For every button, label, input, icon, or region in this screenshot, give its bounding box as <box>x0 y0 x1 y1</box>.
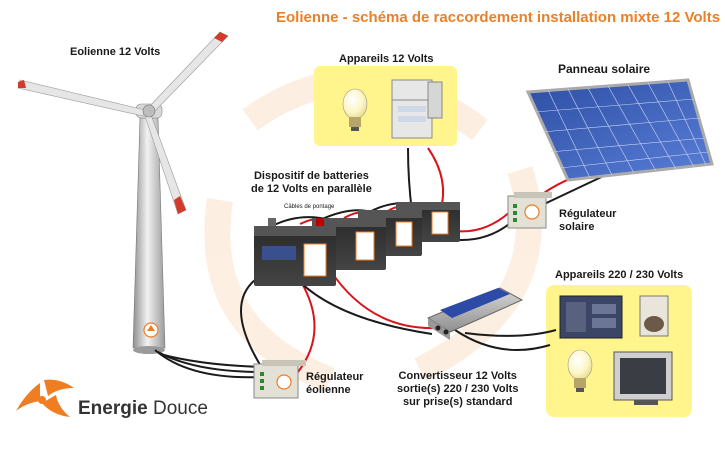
converter-label-line1: Convertisseur 12 Volts <box>398 370 517 382</box>
ac-coffee-maker <box>639 295 669 337</box>
brand-logo-text: Energie Douce <box>78 398 208 420</box>
ac-appliances-label: Appareils 220 / 230 Volts <box>555 269 684 281</box>
energie-douce-logo-icon <box>16 379 74 417</box>
solar-regulator-label-line1: Régulateur <box>559 208 617 220</box>
converter <box>426 287 524 340</box>
battery-bank-label-line1: Dispositif de batteries <box>253 170 369 182</box>
battery-bank-label: Dispositif de batteries de 12 Volts en p… <box>251 170 372 196</box>
diagram-title: Eolienne - schéma de raccordement instal… <box>276 9 721 26</box>
wind-regulator-label-line1: Régulateur <box>306 371 364 383</box>
dc-fridge <box>391 79 443 139</box>
converter-label-line3: sur prise(s) standard <box>403 396 513 409</box>
battery-bank-label-line2: de 12 Volts en parallèle <box>251 183 372 196</box>
battery-1 <box>254 218 336 286</box>
solar-regulator-label: Régulateur solaire <box>559 208 616 234</box>
solar-panel <box>525 78 714 182</box>
brand-name-light: Douce <box>152 398 208 419</box>
ac-television <box>613 351 673 405</box>
dc-appliances-label: Appareils 12 Volts <box>339 53 434 65</box>
wind-turbine-label: Eolienne 12 Volts <box>70 46 161 58</box>
brand-name-bold: Energie <box>78 398 148 419</box>
battery-bank <box>254 202 460 286</box>
wind-turbine <box>17 31 229 354</box>
ac-stereo <box>559 295 623 339</box>
ac-bulb <box>567 349 593 392</box>
converter-label: Convertisseur 12 Volts sortie(s) 220 / 2… <box>397 370 518 410</box>
wind-regulator-label-line2: éolienne <box>306 384 351 397</box>
wind-regulator-label: Régulateur éolienne <box>306 371 363 397</box>
converter-label-line2: sortie(s) 220 / 230 Volts <box>397 383 519 396</box>
solar-panel-label: Panneau solaire <box>558 62 651 76</box>
solar-regulator <box>507 192 552 229</box>
solar-regulator-label-line2: solaire <box>559 221 595 234</box>
jumper-cables-label: Câbles de pontage <box>284 204 335 210</box>
wind-regulator <box>253 360 306 399</box>
dc-bulb <box>342 88 368 131</box>
